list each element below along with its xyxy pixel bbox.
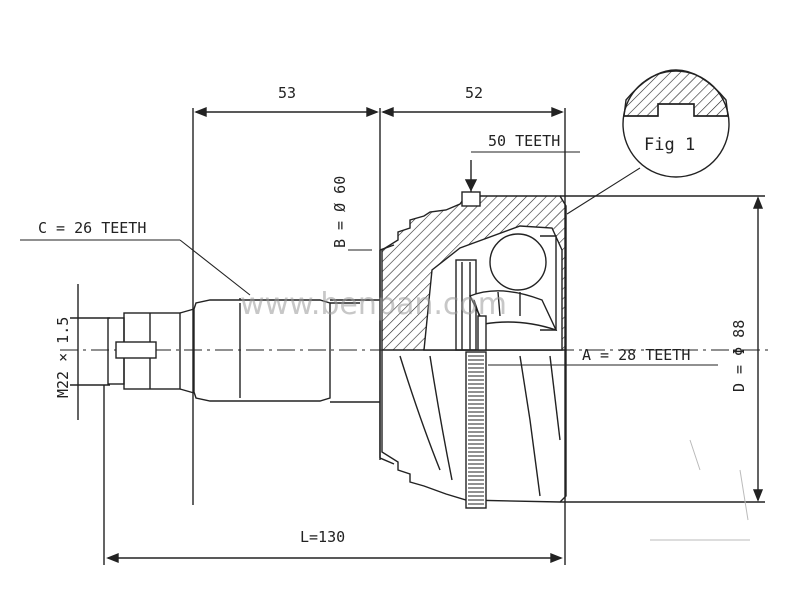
outer-teeth-label: 50 TEETH	[488, 132, 560, 150]
length-label: L=130	[300, 528, 345, 546]
thread-label: M22 × 1.5	[54, 317, 72, 398]
grease-nipple	[461, 160, 481, 207]
shaft-diameter-label: B = Ø 60	[331, 176, 349, 248]
dimension-53-label: 53	[278, 84, 296, 102]
ball-and-cage	[469, 233, 558, 351]
fig1-detail	[622, 69, 730, 178]
length-dimension-lines	[103, 385, 566, 565]
scan-artifacts	[650, 439, 750, 541]
inner-spline-label: C = 26 TEETH	[38, 219, 146, 237]
diameter-dimension-lines	[560, 195, 765, 503]
abs-tone-ring	[465, 351, 487, 509]
fig1-label: Fig 1	[644, 135, 695, 155]
threaded-stub	[107, 308, 195, 394]
splined-shaft	[193, 244, 395, 465]
watermark: www.benpan.com	[240, 287, 507, 322]
dimension-52-label: 52	[465, 84, 483, 102]
outer-diameter-label: D = Φ 88	[730, 320, 748, 392]
abs-ring-label: A = 28 TEETH	[582, 346, 690, 364]
drawing-labels: 53 52 50 TEETH C = 26 TEETH B = Ø 60 M22…	[38, 84, 748, 546]
leader-lines	[20, 151, 718, 366]
